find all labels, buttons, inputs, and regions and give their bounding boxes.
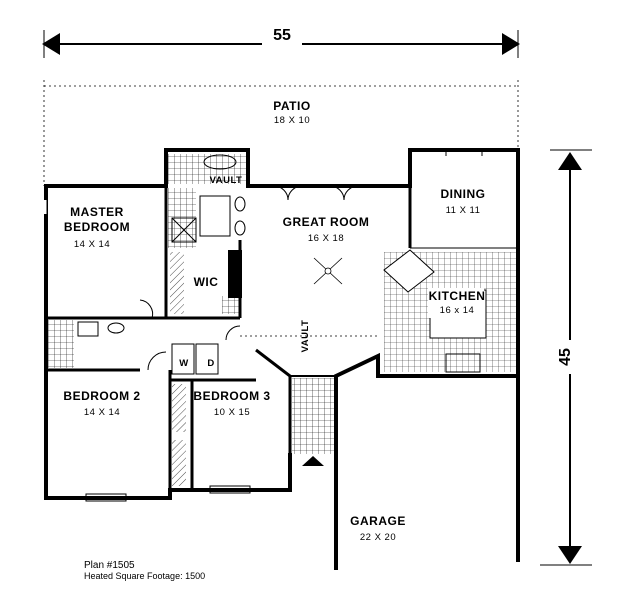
master-size: 14 X 14 [74, 239, 110, 250]
hall-vault-label: VAULT [300, 320, 311, 353]
kitchen-size: 16 x 14 [440, 305, 475, 316]
wic-label: WIC [194, 275, 219, 289]
bedroom2-size: 14 X 14 [84, 407, 120, 418]
bedroom2-label: BEDROOM 2 [63, 389, 140, 403]
patio-size: 18 X 10 [274, 115, 310, 126]
depth-dimension: 45 [540, 149, 592, 566]
bath-vault-label: VAULT [210, 175, 243, 186]
kitchen-label: KITCHEN [429, 289, 486, 303]
master-label-1: MASTER [70, 205, 124, 219]
garage-label: GARAGE [350, 514, 406, 528]
dining-label: DINING [441, 187, 486, 201]
dryer-label: D [207, 358, 214, 369]
garage-size: 22 X 20 [360, 532, 396, 543]
great-room-size: 16 X 18 [308, 233, 344, 244]
fixtures [48, 150, 516, 502]
heated-footage: Heated Square Footage: 1500 [84, 571, 205, 581]
width-dimension: 55 [42, 20, 520, 58]
patio-label: PATIO [273, 99, 310, 113]
depth-value: 45 [557, 348, 574, 366]
plan-info: Plan #1505 Heated Square Footage: 1500 [84, 560, 205, 581]
master-label-2: BEDROOM [64, 220, 130, 234]
plan-number: Plan #1505 [84, 560, 135, 571]
patio-outline [43, 80, 519, 186]
great-room-label: GREAT ROOM [283, 215, 370, 229]
washer-label: W [179, 358, 188, 369]
bedroom3-label: BEDROOM 3 [193, 389, 270, 403]
bedroom3-size: 10 X 15 [214, 407, 250, 418]
width-value: 55 [273, 27, 291, 44]
dining-size: 11 X 11 [446, 205, 481, 216]
room-labels: PATIO 18 X 10 MASTER BEDROOM 14 X 14 VAU… [63, 99, 485, 543]
